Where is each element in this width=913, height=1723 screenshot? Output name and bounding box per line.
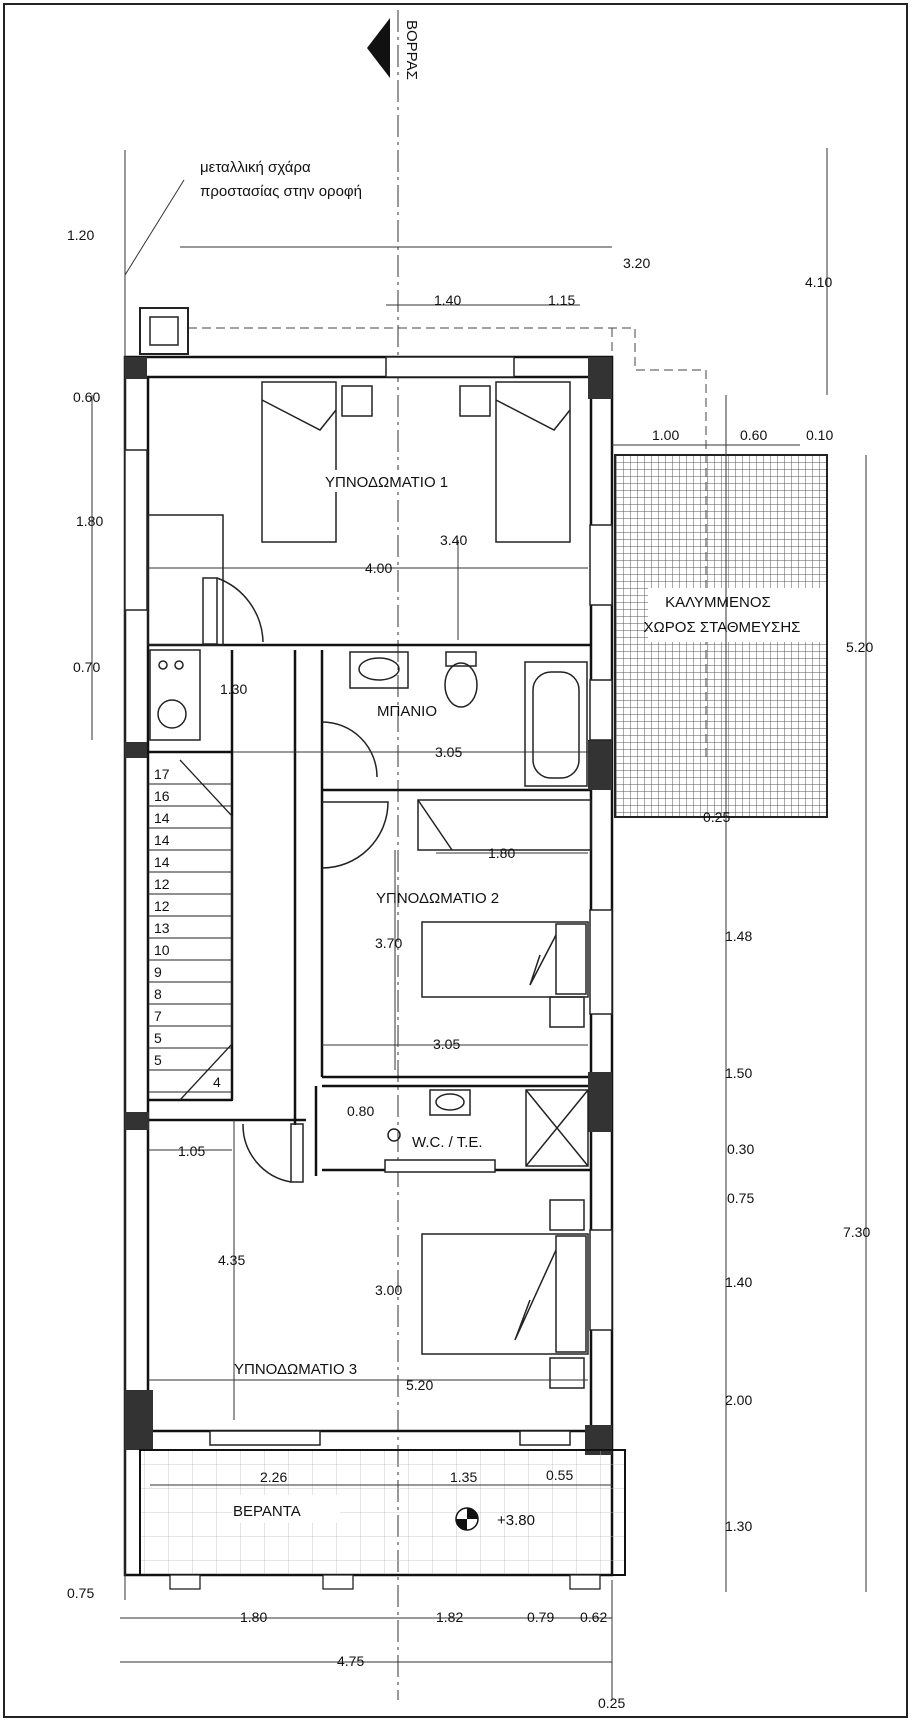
parking-label-1: ΚΑΛΥΜΜΕΝΟΣ <box>665 594 771 611</box>
dim-1-50: 1.50 <box>725 1065 752 1081</box>
north-arrow-icon <box>367 18 390 78</box>
bedroom1-furniture <box>147 381 571 646</box>
stair-step-label: 4 <box>213 1074 221 1090</box>
stair-step-label: 14 <box>154 854 170 870</box>
veranda: ΒΕΡΑΝΤΑ +3.80 <box>139 1449 626 1590</box>
svg-text:προστασίας στην οροφή: προστασίας στην οροφή <box>200 183 362 200</box>
bathroom-fixtures <box>321 651 588 787</box>
dim-5-20-b: 5.20 <box>406 1377 433 1393</box>
dim-0-10: 0.10 <box>806 427 833 443</box>
stair-step-label: 7 <box>154 1008 162 1024</box>
wc-fixtures <box>387 1089 589 1167</box>
bedroom3-label: ΥΠΝΟΔΩΜΑΤΙΟ 3 <box>234 1361 357 1378</box>
roof-grille-note: μεταλλική σχάρα προστασίας στην οροφή <box>124 159 362 276</box>
dim-1-48: 1.48 <box>725 928 752 944</box>
level-label: +3.80 <box>497 1512 535 1529</box>
covered-parking: ΚΑΛΥΜΜΕΝΟΣ ΧΩΡΟΣ ΣΤΑΘΜΕΥΣΗΣ <box>614 454 828 818</box>
stair-step-label: 10 <box>154 942 170 958</box>
bedroom2-label: ΥΠΝΟΔΩΜΑΤΙΟ 2 <box>376 890 499 907</box>
columns <box>125 357 612 1455</box>
north-arrow: ΒΟΡΡΑΣ <box>367 10 420 1700</box>
bathroom-label: ΜΠΑΝΙΟ <box>377 703 437 720</box>
stair-step-label: 8 <box>154 986 162 1002</box>
dim-3-05-a: 3.05 <box>435 744 462 760</box>
stair-step-label: 13 <box>154 920 170 936</box>
dim-2-00: 2.00 <box>725 1392 752 1408</box>
dim-0-70: 0.70 <box>73 659 100 675</box>
dim-1-00: 1.00 <box>652 427 679 443</box>
dim-0-80: 0.80 <box>347 1103 374 1119</box>
dim-0-25-b: 0.25 <box>598 1695 625 1711</box>
stair-step-label: 12 <box>154 898 170 914</box>
roof-grille <box>139 307 189 355</box>
dim-1-80-c: 1.80 <box>240 1609 267 1625</box>
dimension-labels: 1.20 3.20 4.10 1.40 1.15 0.60 1.00 0.60 … <box>67 227 873 1711</box>
bedroom3-furniture <box>242 1123 589 1389</box>
stair-step-label: 5 <box>154 1030 162 1046</box>
dim-4-75: 4.75 <box>337 1653 364 1669</box>
veranda-label: ΒΕΡΑΝΤΑ <box>233 1503 301 1520</box>
stair-step-label: 5 <box>154 1052 162 1068</box>
dim-0-55: 0.55 <box>546 1467 573 1483</box>
dim-7-30: 7.30 <box>843 1224 870 1240</box>
dim-1-30-b: 1.30 <box>725 1518 752 1534</box>
bedroom2-furniture <box>321 799 592 1028</box>
dim-1-05: 1.05 <box>178 1143 205 1159</box>
stair-step-label: 17 <box>154 766 170 782</box>
stair-step-label: 14 <box>154 810 170 826</box>
dim-1-82: 1.82 <box>436 1609 463 1625</box>
laundry-appliance <box>149 649 201 741</box>
dim-3-05-b: 3.05 <box>433 1036 460 1052</box>
stair-step-label: 12 <box>154 876 170 892</box>
dim-0-75-a: 0.75 <box>727 1190 754 1206</box>
dim-0-60-b: 0.60 <box>740 427 767 443</box>
dim-0-75-b: 0.75 <box>67 1585 94 1601</box>
walls <box>123 355 614 1577</box>
dim-3-70: 3.70 <box>375 935 402 951</box>
dim-2-26: 2.26 <box>260 1469 287 1485</box>
stair-step-label: 16 <box>154 788 170 804</box>
dim-0-62: 0.62 <box>580 1609 607 1625</box>
dim-3-40: 3.40 <box>440 532 467 548</box>
level-marker-icon <box>455 1507 479 1531</box>
dim-0-25-a: 0.25 <box>703 809 730 825</box>
dim-1-40-b: 1.40 <box>725 1274 752 1290</box>
stair-step-label: 9 <box>154 964 162 980</box>
dim-0-30: 0.30 <box>727 1141 754 1157</box>
dim-1-30-a: 1.30 <box>220 681 247 697</box>
dim-3-00: 3.00 <box>375 1282 402 1298</box>
bedroom1-label: ΥΠΝΟΔΩΜΑΤΙΟ 1 <box>325 474 448 491</box>
north-label: ΒΟΡΡΑΣ <box>403 20 420 80</box>
dim-1-15: 1.15 <box>548 292 575 308</box>
dim-0-79: 0.79 <box>527 1609 554 1625</box>
dim-5-20-a: 5.20 <box>846 639 873 655</box>
dim-1-80-a: 1.80 <box>76 513 103 529</box>
dim-1-35: 1.35 <box>450 1469 477 1485</box>
room-labels: ΥΠΝΟΔΩΜΑΤΙΟ 1 ΜΠΑΝΙΟ ΥΠΝΟΔΩΜΑΤΙΟ 2 W.C. … <box>234 470 499 1378</box>
dim-1-20: 1.20 <box>67 227 94 243</box>
dim-1-40-a: 1.40 <box>434 292 461 308</box>
dim-0-60-a: 0.60 <box>73 389 100 405</box>
dim-1-80-b: 1.80 <box>488 845 515 861</box>
dim-4-00: 4.00 <box>365 560 392 576</box>
wc-label: W.C. / T.E. <box>412 1134 483 1151</box>
dimension-lines <box>91 148 867 1700</box>
staircase: 17 16 14 14 14 12 12 13 10 9 8 7 5 5 4 <box>147 751 233 1101</box>
dim-4-10: 4.10 <box>805 274 832 290</box>
parking-label-2: ΧΩΡΟΣ ΣΤΑΘΜΕΥΣΗΣ <box>644 619 801 636</box>
dim-4-35: 4.35 <box>218 1252 245 1268</box>
windows <box>124 356 613 1446</box>
svg-text:μεταλλική σχάρα: μεταλλική σχάρα <box>200 159 311 176</box>
stair-step-label: 14 <box>154 832 170 848</box>
dim-3-20: 3.20 <box>623 255 650 271</box>
